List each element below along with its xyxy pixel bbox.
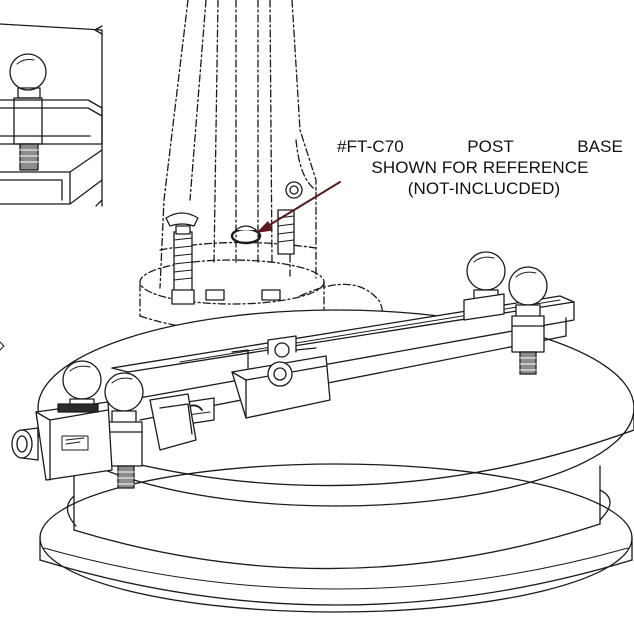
- post-collar-hardware: [165, 181, 303, 305]
- post-base-callout: #FT-C70 POST BASE SHOWN FOR REFERENCE (N…: [337, 136, 623, 199]
- callout-line-2: SHOWN FOR REFERENCE: [371, 158, 589, 177]
- right-end-assembly: [463, 251, 548, 375]
- rail-arm: [111, 295, 575, 421]
- callout-part-number: #FT-C70: [337, 137, 404, 156]
- left-sensor-head: [11, 401, 113, 481]
- callout-line-3: (NOT-INCLUCDED): [407, 179, 561, 198]
- callout-line-1: #FT-C70 POST BASE: [337, 136, 623, 157]
- callout-word-base: BASE: [577, 137, 623, 156]
- inset-detail-view: [0, 23, 103, 207]
- center-clamp-box: [231, 335, 331, 419]
- callout-leader: [257, 181, 341, 233]
- callout-word-post: POST: [467, 137, 514, 156]
